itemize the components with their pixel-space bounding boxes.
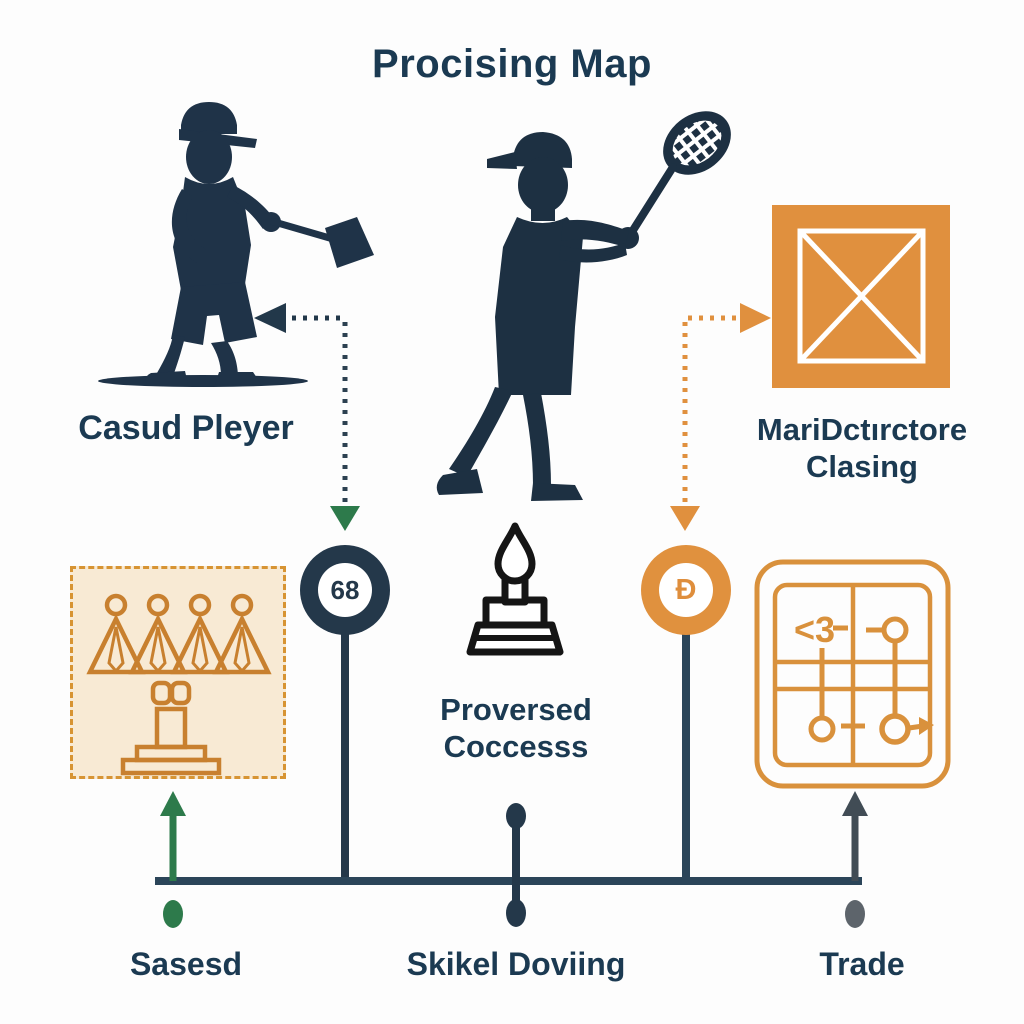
candle-flame [494, 522, 536, 585]
back-shoe [145, 371, 188, 384]
skilled-player-illustration [436, 111, 731, 501]
timeline-dot-top [506, 803, 526, 829]
candle-cake-icon [466, 522, 564, 656]
manufacturer-label-line2: Clasing [806, 448, 918, 484]
manufacturer-label: MariDctırctore Clasing [727, 412, 997, 485]
process-label: Proversed Coccesss [396, 692, 636, 765]
racket-shaft [270, 217, 334, 243]
circle-badge-left: 68 [300, 545, 390, 635]
lower-arm [559, 243, 627, 263]
process-label-line1: Proversed [440, 692, 592, 727]
right-arm [227, 185, 273, 229]
arrowhead-down-green-icon [330, 506, 360, 531]
timeline-label-trade: Trade [819, 946, 905, 982]
process-label-line2: Coccesss [443, 728, 589, 764]
flow-outer-frame [754, 559, 951, 789]
cap-icon [181, 102, 237, 134]
podium-icon [120, 680, 222, 776]
timeline-label-sasesd: Sasesd [129, 946, 243, 982]
circle-badge-right-value: Ð [659, 563, 713, 617]
neck [531, 201, 555, 221]
left-arm [171, 189, 206, 263]
cap-icon [513, 132, 572, 168]
racket-head [663, 111, 731, 175]
timeline [155, 791, 868, 928]
badminton-player-casual-icon [98, 102, 374, 387]
arrowhead-left-icon [254, 303, 286, 333]
upper-arm [561, 219, 629, 247]
flowchart-grid-icon: <3 [754, 559, 951, 789]
page-title: Procising Map [372, 42, 652, 86]
dashed-arrow-right [670, 303, 771, 531]
team-figure-4 [212, 593, 272, 675]
team-podium-box [70, 566, 286, 779]
timeline-dot-gray [845, 900, 865, 928]
front-shoe [436, 469, 483, 495]
torso [173, 177, 251, 301]
front-shoe [215, 372, 261, 385]
arrowhead-up-gray-icon [842, 791, 868, 816]
back-shoe [531, 483, 583, 501]
flow-node-topright [881, 616, 909, 644]
inner-square [797, 228, 926, 364]
team-figure-1 [86, 593, 146, 675]
circle-badge-right: Ð [641, 545, 731, 635]
timeline-label-skikel: Skikel Doviing [406, 946, 626, 982]
head [518, 157, 568, 213]
arrowhead-down-orange-icon [670, 506, 700, 531]
team-figures-podium-icon [86, 593, 272, 776]
flow-glyph: <3 [794, 609, 835, 650]
team-figure-2 [128, 593, 188, 675]
flow-node-bottomright [879, 713, 911, 745]
manufacturer-label-line1: MariDctırctore [756, 412, 968, 447]
arrowhead-right-icon [740, 303, 771, 333]
crossed-square-icon [772, 205, 950, 388]
head [186, 130, 232, 184]
racket-shaft [626, 163, 677, 239]
flow-arrowhead-icon [919, 717, 934, 735]
circle-badge-left-value: 68 [318, 563, 372, 617]
casual-player-illustration [98, 102, 374, 387]
racket-paddle [325, 217, 374, 268]
flow-node-bottomleft [808, 715, 836, 743]
dashed-arrow-left [254, 303, 360, 531]
back-leg [523, 393, 551, 485]
badminton-player-skilled-icon [436, 111, 731, 501]
back-leg [157, 335, 185, 376]
front-leg [449, 387, 513, 477]
arrowhead-up-green-icon [160, 791, 186, 816]
shorts [171, 282, 257, 345]
cap-brim [487, 152, 517, 169]
torso-tunic [495, 217, 583, 395]
casual-player-label: Casud Pleyer [78, 409, 294, 447]
diagonal-2 [798, 229, 925, 363]
team-figure-3 [170, 593, 230, 675]
timeline-dot-green [163, 900, 183, 928]
timeline-dot-bottom [506, 899, 526, 927]
front-leg [211, 341, 238, 376]
crossed-square-lines [797, 228, 926, 364]
